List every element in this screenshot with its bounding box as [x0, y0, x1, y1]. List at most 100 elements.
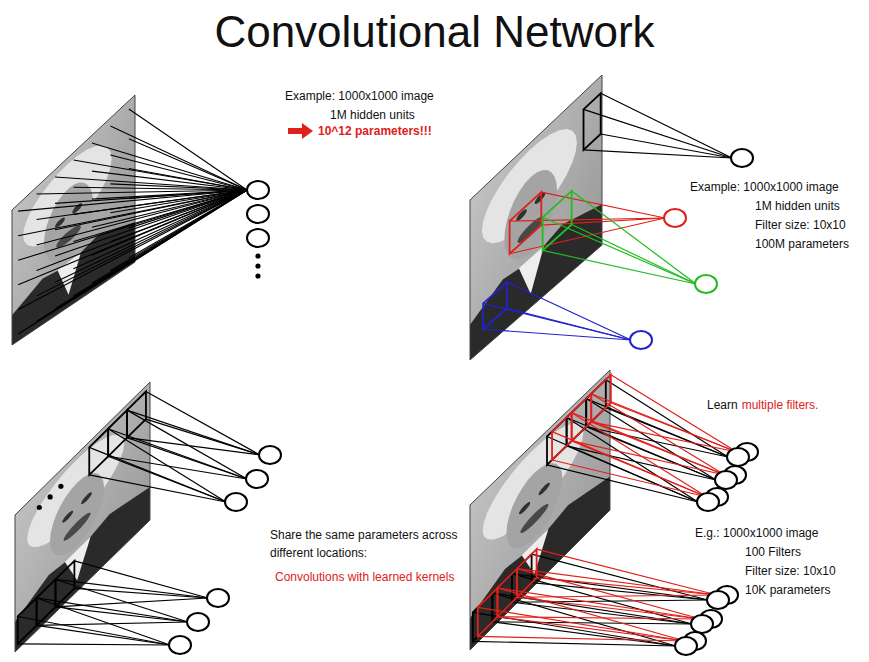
ellipsis-dot	[48, 494, 53, 499]
connection-lines	[510, 192, 665, 254]
connection-lines	[89, 429, 226, 502]
connection-line	[129, 190, 247, 258]
ellipsis-dot	[255, 273, 260, 278]
filter-patch	[543, 191, 572, 250]
image-part	[58, 253, 81, 295]
connection-line	[37, 190, 247, 296]
connection-line	[572, 413, 707, 497]
connection-line	[108, 456, 226, 502]
image-border	[15, 382, 150, 652]
hidden-unit	[695, 275, 717, 293]
connection-line	[74, 588, 208, 598]
connection-line	[541, 218, 665, 225]
annotation-text: 100 Filters	[745, 543, 801, 561]
connection-line	[74, 160, 248, 190]
connection-line	[74, 190, 248, 269]
hidden-unit	[225, 493, 247, 511]
connection-line	[510, 218, 665, 254]
connection-line	[601, 93, 732, 158]
connection-line	[517, 569, 701, 619]
connection-line	[89, 475, 226, 502]
connection-line	[110, 184, 247, 190]
connection-line	[547, 436, 698, 502]
connection-line	[56, 579, 209, 598]
connection-line	[129, 169, 247, 190]
connection-line	[129, 139, 247, 190]
image-border	[12, 95, 135, 345]
ellipsis-dot	[255, 263, 260, 268]
connection-lines	[517, 549, 717, 597]
connection-line	[572, 413, 725, 475]
connection-line	[537, 578, 717, 595]
filter-patch	[478, 588, 498, 636]
connection-line	[512, 574, 692, 624]
connection-line	[18, 190, 247, 285]
connection-line	[552, 432, 707, 497]
hidden-unit	[247, 205, 269, 223]
connection-line	[483, 303, 631, 340]
hidden-unit	[675, 637, 697, 655]
image-part	[519, 246, 544, 294]
connection-line	[473, 641, 676, 646]
annotation-text: Filter size: 10x10	[755, 216, 846, 234]
filter-patch	[56, 561, 75, 607]
image-part	[72, 203, 82, 213]
connection-line	[55, 190, 247, 309]
annotation-text: 1M hidden units	[755, 197, 840, 215]
connection-line	[611, 375, 737, 452]
connection-line	[478, 607, 685, 641]
connection-line	[591, 422, 737, 452]
input-image	[12, 95, 135, 345]
connection-line	[55, 190, 247, 282]
connection-line	[18, 644, 170, 645]
connection-line	[517, 597, 701, 619]
filter-patch	[473, 593, 493, 641]
hidden-unit	[715, 471, 737, 489]
annotation-text: multiple filters.	[742, 396, 819, 414]
input-image	[15, 382, 150, 652]
connection-line	[55, 190, 247, 230]
connection-line	[37, 625, 170, 645]
connection-line	[37, 190, 247, 245]
connection-line	[129, 190, 247, 198]
filter-patch	[108, 410, 127, 456]
connection-line	[18, 190, 247, 334]
image-part	[62, 511, 73, 523]
connection-line	[110, 190, 247, 271]
connection-line	[591, 394, 737, 452]
connection-line	[55, 177, 247, 190]
connection-line	[532, 554, 708, 600]
connection-line	[146, 392, 260, 455]
connection-lines	[584, 93, 732, 158]
connection-lines	[478, 588, 685, 641]
annotation-text: Convolutions with learned kernels	[275, 568, 454, 586]
connection-lines	[37, 579, 188, 625]
filter-patch	[483, 282, 507, 329]
connection-line	[552, 460, 707, 497]
connection-line	[92, 190, 247, 227]
connection-line	[478, 636, 685, 641]
connection-lines	[543, 191, 696, 284]
connection-line	[37, 598, 170, 645]
connection-line	[497, 588, 685, 641]
annotation-text: 100M parameters	[755, 235, 849, 253]
connection-line	[108, 429, 226, 502]
connection-line	[92, 190, 247, 255]
annotation-text: Share the same parameters across differe…	[270, 526, 485, 562]
annotation-text: Filter size: 10x10	[745, 562, 836, 580]
connection-line	[129, 190, 247, 228]
connection-lines	[18, 109, 247, 334]
connection-line	[507, 282, 631, 340]
connection-line	[89, 447, 226, 502]
connection-line	[108, 456, 247, 479]
hidden-unit	[187, 613, 209, 631]
annotation-text: Learn	[707, 396, 738, 414]
connection-line	[586, 427, 728, 457]
ellipsis-dot	[37, 505, 42, 510]
filter-patch	[89, 429, 108, 475]
image-part	[519, 502, 530, 514]
filter-patch	[18, 598, 37, 644]
connection-line	[110, 126, 247, 190]
